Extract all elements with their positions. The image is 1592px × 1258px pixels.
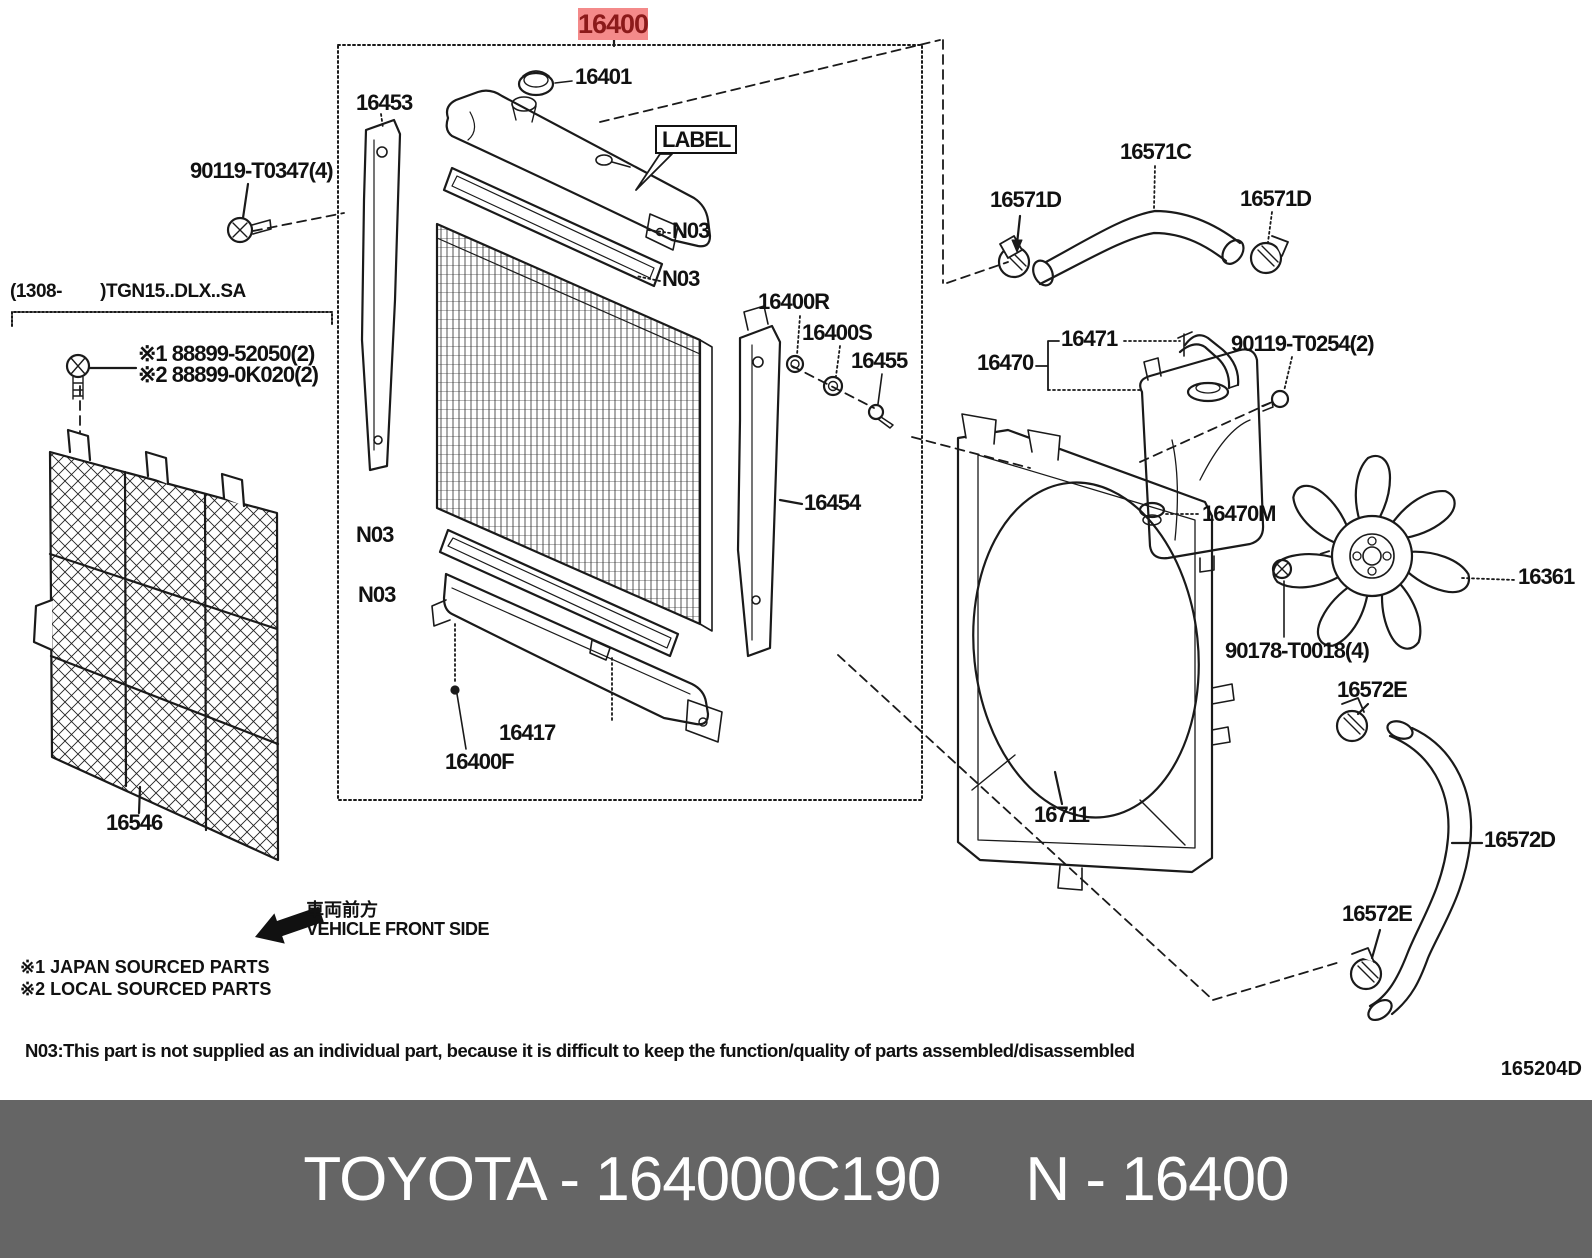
legend-japan-sourced: ※1 JAPAN SOURCED PARTS [20, 957, 270, 977]
supply-note: N03:This part is not supplied as an indi… [25, 1040, 1135, 1061]
footer-catalog-number: N - 16400 [1025, 1144, 1289, 1214]
note-label-n03-4: N03 [358, 582, 396, 607]
note-label-n03-1: N03 [672, 218, 710, 243]
part-label-16454[interactable]: 16454 [804, 490, 861, 515]
part-label-88899-2[interactable]: ※2 88899-0K020(2) [138, 362, 319, 387]
note-label-radiator-label: LABEL [655, 125, 738, 154]
part-label-16453[interactable]: 16453 [356, 90, 413, 115]
part-label-16711[interactable]: 16711 [1034, 802, 1090, 827]
part-label-16572e-bottom[interactable]: 16572E [1342, 901, 1413, 926]
part-label-16400-selected[interactable]: 16400 [577, 8, 649, 40]
part-label-16571d-right[interactable]: 16571D [1240, 186, 1312, 211]
part-label-16400f[interactable]: 16400F [445, 749, 515, 774]
footer-part-number: TOYOTA - 164000C190 [303, 1144, 941, 1214]
part-label-16401[interactable]: 16401 [575, 64, 632, 89]
note-label-n03-2: N03 [662, 266, 700, 291]
part-label-16471[interactable]: 16471 [1061, 326, 1118, 351]
note-label-n03-3: N03 [356, 522, 394, 547]
vehicle-front-label-jp: 車両前方 [306, 900, 378, 920]
part-label-16470[interactable]: 16470 [977, 350, 1034, 375]
footer-bar: TOYOTA - 164000C190 N - 16400 [0, 1100, 1592, 1258]
part-label-16571d-left[interactable]: 16571D [990, 187, 1062, 212]
part-label-16361[interactable]: 16361 [1518, 564, 1575, 589]
variant-header: (1308- )TGN15..DLX..SA [10, 281, 246, 302]
legend-local-sourced: ※2 LOCAL SOURCED PARTS [20, 979, 272, 999]
diagram-code: 165204D [1500, 1058, 1582, 1080]
part-label-16546[interactable]: 16546 [106, 810, 163, 835]
vehicle-front-label-en: VEHICLE FRONT SIDE [306, 919, 490, 939]
part-label-16455[interactable]: 16455 [851, 348, 908, 373]
part-label-16417[interactable]: 16417 [499, 720, 556, 745]
part-label-90119-t0347[interactable]: 90119-T0347(4) [190, 158, 334, 183]
part-label-16572e-top[interactable]: 16572E [1337, 677, 1408, 702]
part-label-88899-1[interactable]: ※1 88899-52050(2) [138, 341, 315, 366]
diagram-line-art [11, 38, 1516, 1022]
part-label-90178-t0018[interactable]: 90178-T0018(4) [1225, 638, 1370, 663]
part-label-90119-t0254[interactable]: 90119-T0254(2) [1231, 331, 1375, 356]
part-label-16400r[interactable]: 16400R [758, 289, 830, 314]
part-label-16572d[interactable]: 16572D [1484, 827, 1556, 852]
part-label-16571c[interactable]: 16571C [1120, 139, 1192, 164]
part-label-16470m[interactable]: 16470M [1202, 501, 1277, 526]
part-label-16400s[interactable]: 16400S [802, 320, 873, 345]
